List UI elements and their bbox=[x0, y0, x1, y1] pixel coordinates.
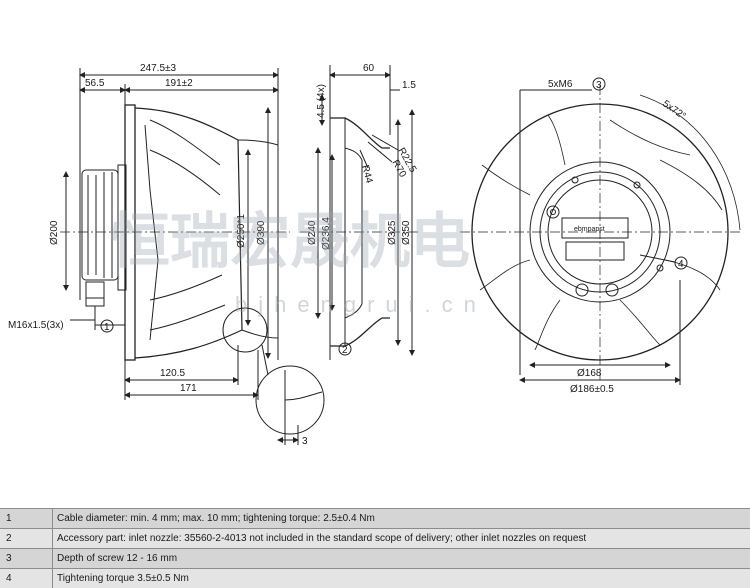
note-row: 3 Depth of screw 12 - 16 mm bbox=[0, 548, 750, 568]
dim-dia-236: Ø236.4 bbox=[321, 217, 332, 250]
note-row: 4 Tightening torque 3.5±0.5 Nm bbox=[0, 568, 750, 588]
notes-table: 1 Cable diameter: min. 4 mm; max. 10 mm;… bbox=[0, 508, 750, 588]
callout-3-circle bbox=[592, 77, 606, 91]
dim-depth-60: 60 bbox=[363, 63, 375, 74]
dim-dia-240: Ø240 bbox=[307, 220, 318, 245]
dim-dia-325: Ø325 bbox=[387, 220, 398, 245]
callout-3: 3 bbox=[596, 80, 602, 91]
front-view-labels: 5xM6 3 5x72° ebmpapst 4 Ø168 Ø186±0.5 bbox=[548, 77, 688, 395]
nozzle-view-labels: 4.5 (4x) 60 1.5 R22.5 R70 R44 Ø240 Ø236.… bbox=[307, 63, 418, 356]
watermark: 恒瑞宏晟机电 bjhengrui.cn bbox=[110, 208, 487, 317]
front-view bbox=[460, 85, 741, 385]
callout-1: 1 bbox=[104, 322, 110, 333]
callout-2-circle bbox=[338, 342, 352, 356]
note-number: 1 bbox=[6, 513, 12, 524]
callout-4: 4 bbox=[678, 259, 684, 270]
dim-detail-3: 3 bbox=[302, 436, 308, 447]
side-view-labels: 247.5±3 191±2 56.5 Ø200 Ø250*1 Ø390 120.… bbox=[8, 63, 308, 447]
dim-r-44: R44 bbox=[359, 164, 374, 185]
watermark-chinese: 恒瑞宏晟机电 bbox=[110, 208, 470, 275]
dim-dia-250: Ø250*1 bbox=[236, 214, 247, 248]
dim-overall-width: 247.5±3 bbox=[140, 63, 177, 74]
dim-thread: M16x1.5(3x) bbox=[8, 320, 64, 331]
callout-4-circle bbox=[674, 256, 688, 270]
dim-bolts: 5xM6 bbox=[548, 79, 573, 90]
note-number: 2 bbox=[6, 533, 12, 544]
watermark-latin: bjhengrui.cn bbox=[235, 292, 487, 317]
dim-dia-350: Ø350 bbox=[401, 220, 412, 245]
dim-dia-200: Ø200 bbox=[49, 220, 60, 245]
note-text: Depth of screw 12 - 16 mm bbox=[52, 549, 177, 568]
side-view bbox=[60, 68, 325, 445]
dim-dia-168: Ø168 bbox=[577, 368, 602, 379]
dim-dia-186: Ø186±0.5 bbox=[570, 384, 614, 395]
dim-dia-390: Ø390 bbox=[256, 220, 267, 245]
dim-offset: 56.5 bbox=[85, 78, 105, 89]
note-text: Accessory part: inlet nozzle: 35560-2-40… bbox=[52, 529, 586, 548]
dim-flange-depth: 191±2 bbox=[165, 78, 193, 89]
callout-2: 2 bbox=[342, 345, 348, 356]
note-text: Cable diameter: min. 4 mm; max. 10 mm; t… bbox=[52, 509, 375, 528]
note-number: 4 bbox=[6, 573, 12, 584]
dim-angle: 5x72° bbox=[660, 98, 687, 122]
callout-1-circle bbox=[100, 319, 114, 333]
dim-lip-1-5: 1.5 bbox=[402, 80, 416, 91]
dim-width-120: 120.5 bbox=[160, 368, 185, 379]
dim-nozzle-height: 4.5 (4x) bbox=[316, 84, 327, 118]
note-row: 2 Accessory part: inlet nozzle: 35560-2-… bbox=[0, 528, 750, 548]
nozzle-view bbox=[300, 65, 420, 360]
note-row: 1 Cable diameter: min. 4 mm; max. 10 mm;… bbox=[0, 508, 750, 528]
dim-width-171: 171 bbox=[180, 383, 197, 394]
note-number: 3 bbox=[6, 553, 12, 564]
label-brand: ebmpapst bbox=[574, 226, 605, 233]
technical-drawing: 247.5±3 191±2 56.5 Ø200 Ø250*1 Ø390 120.… bbox=[8, 63, 741, 447]
note-text: Tightening torque 3.5±0.5 Nm bbox=[52, 569, 189, 588]
